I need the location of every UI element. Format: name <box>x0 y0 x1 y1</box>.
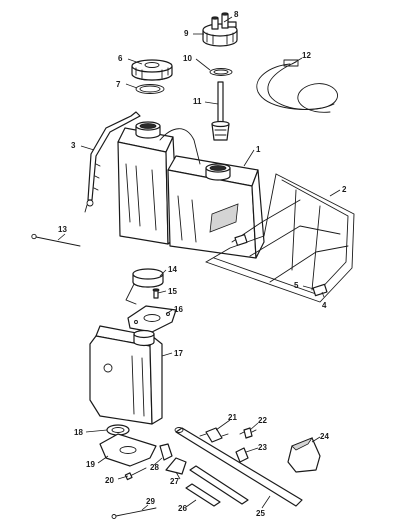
callout-4: 4 <box>322 301 327 310</box>
hold-down-strap-3 <box>84 111 141 213</box>
tank-tray-2 <box>205 173 355 303</box>
callout-26: 26 <box>178 504 187 513</box>
hose-26 <box>185 465 249 507</box>
callout-labels: 1 2 3 4 5 6 7 8 9 10 11 12 13 14 15 16 1… <box>58 10 347 518</box>
pickup-tube-11 <box>211 81 230 141</box>
clamp-27 <box>165 457 187 475</box>
callout-11: 11 <box>193 97 202 106</box>
leader-lines <box>57 16 341 511</box>
callout-21: 21 <box>228 413 237 422</box>
callout-29: 29 <box>146 497 155 506</box>
check-valve-21 <box>199 427 229 443</box>
oil-reservoir-17 <box>89 325 163 425</box>
filler-cap-6 <box>131 59 173 81</box>
callout-17: 17 <box>174 349 183 358</box>
callout-5: 5 <box>294 281 299 290</box>
callout-1: 1 <box>256 145 261 154</box>
o-ring-10 <box>209 68 233 76</box>
callout-25: 25 <box>256 509 265 518</box>
callout-15: 15 <box>168 287 177 296</box>
callout-14: 14 <box>168 265 177 274</box>
callout-16: 16 <box>174 305 183 314</box>
callout-22: 22 <box>258 416 267 425</box>
callout-13: 13 <box>58 225 67 234</box>
callout-23: 23 <box>258 443 267 452</box>
base-plate-19 <box>99 433 157 467</box>
fitting-23 <box>235 447 249 463</box>
filter-24 <box>287 437 321 473</box>
o-ring-7 <box>135 84 165 94</box>
callout-3: 3 <box>71 141 76 150</box>
callout-9: 9 <box>184 29 189 38</box>
tie-strap-29 <box>111 507 157 519</box>
callout-10: 10 <box>183 54 192 63</box>
callout-20: 20 <box>105 476 114 485</box>
rod-13 <box>31 233 81 247</box>
reservoir-cap-14 <box>125 268 164 305</box>
callout-6: 6 <box>118 54 123 63</box>
oil-hose-12 <box>256 59 338 113</box>
callout-2: 2 <box>342 185 347 194</box>
callout-8: 8 <box>234 10 239 19</box>
clip-28 <box>159 443 173 461</box>
mounting-plate-16 <box>127 305 177 333</box>
cap-fittings-8 <box>211 12 237 30</box>
callout-24: 24 <box>320 432 329 441</box>
callout-18: 18 <box>74 428 83 437</box>
callout-7: 7 <box>116 80 121 89</box>
callout-19: 19 <box>86 460 95 469</box>
bolt-20 <box>124 467 147 481</box>
fitting-22 <box>239 427 257 439</box>
screw-15 <box>152 288 160 299</box>
callout-27: 27 <box>170 477 179 486</box>
callout-12: 12 <box>302 51 311 60</box>
callout-28: 28 <box>150 463 159 472</box>
hose-25 <box>174 427 303 507</box>
oil-tank-1 <box>117 121 265 259</box>
